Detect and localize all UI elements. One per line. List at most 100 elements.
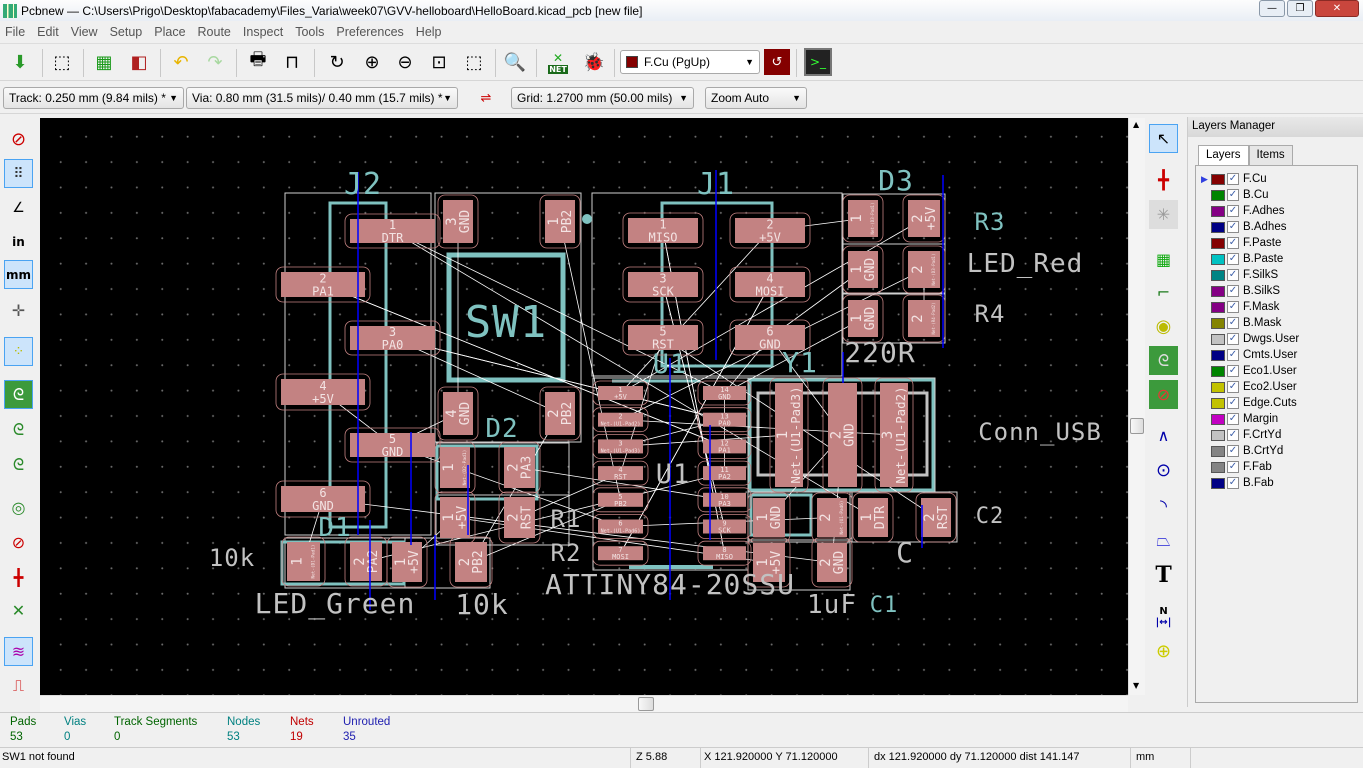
via-sketch-icon[interactable]: ᘓ (12, 419, 25, 439)
layer-visibility-checkbox[interactable]: ✓ (1227, 285, 1239, 297)
layer-row-f-crtyd[interactable]: ✓F.CrtYd (1201, 427, 1281, 443)
grid-toggle-icon[interactable]: ⠿ (4, 159, 33, 188)
menu-preferences[interactable]: Preferences (336, 25, 404, 39)
pad[interactable]: 2+5V (729, 212, 811, 249)
layer-color-swatch[interactable] (1211, 445, 1225, 457)
auto-track-width-icon[interactable]: ⇌ (480, 90, 492, 106)
load-board-icon[interactable]: ⬇ (12, 51, 28, 73)
keepout-zone-icon[interactable]: ⊘ (1149, 380, 1178, 409)
add-dimension-icon[interactable]: N|↔| (1155, 605, 1172, 628)
zone-outline-icon[interactable]: ⊘ (11, 533, 26, 552)
menu-tools[interactable]: Tools (295, 25, 325, 39)
menu-file[interactable]: File (5, 25, 26, 39)
vertical-scroll-thumb[interactable] (1130, 418, 1144, 434)
layer-color-swatch[interactable] (1211, 397, 1225, 409)
polar-coords-icon[interactable]: ∠ (12, 199, 25, 216)
add-circle-icon[interactable]: ⊙ (1155, 460, 1172, 481)
ratsnest-icon[interactable]: ⁘ (4, 337, 33, 366)
select-arrow-icon[interactable]: ↖ (1149, 124, 1178, 153)
layer-row-b-crtyd[interactable]: ✓B.CrtYd (1201, 443, 1283, 459)
pad[interactable]: 1+5V (592, 380, 649, 406)
length-tuning-icon[interactable]: ⎍ (12, 675, 25, 695)
pad[interactable]: 4+5V (275, 373, 371, 411)
menu-view[interactable]: View (70, 25, 98, 39)
undo-icon[interactable]: ↶ (173, 51, 189, 73)
layer-row-b-silks[interactable]: ✓B.SilkS (1201, 283, 1280, 299)
layer-visibility-checkbox[interactable]: ✓ (1227, 477, 1239, 489)
route-track-icon[interactable]: ⌐ (1156, 283, 1171, 302)
layer-color-swatch[interactable] (1211, 333, 1225, 345)
layer-row-b-fab[interactable]: ✓B.Fab (1201, 475, 1274, 491)
layer-visibility-checkbox[interactable]: ✓ (1227, 333, 1239, 345)
layer-visibility-checkbox[interactable]: ✓ (1227, 189, 1239, 201)
via-size-dropdown[interactable]: Via: 0.80 mm (31.5 mils)/ 0.40 mm (15.7 … (186, 87, 458, 109)
maximize-button[interactable]: ❐ (1287, 0, 1313, 17)
layer-visibility-checkbox[interactable]: ✓ (1227, 461, 1239, 473)
layer-row-f-paste[interactable]: ✓F.Paste (1201, 235, 1281, 251)
menu-setup[interactable]: Setup (109, 25, 143, 39)
track-width-dropdown[interactable]: Track: 0.250 mm (9.84 mils) *▼ (3, 87, 184, 109)
layer-row-b-cu[interactable]: ✓B.Cu (1201, 187, 1269, 203)
layer-color-swatch[interactable] (1211, 173, 1225, 185)
menu-edit[interactable]: Edit (37, 25, 59, 39)
layer-row-f-cu[interactable]: ▶✓F.Cu (1201, 171, 1267, 187)
menu-place[interactable]: Place (154, 25, 186, 39)
layer-visibility-checkbox[interactable]: ✓ (1227, 413, 1239, 425)
redraw-icon[interactable]: ↻ (329, 51, 345, 73)
pad[interactable]: 1+5V (386, 536, 428, 588)
add-line-icon[interactable]: ∧ (1157, 426, 1170, 445)
layer-visibility-checkbox[interactable]: ✓ (1227, 173, 1239, 185)
drc-ladybug-icon[interactable]: 🐞 (582, 51, 606, 73)
layer-row-f-adhes[interactable]: ✓F.Adhes (1201, 203, 1285, 219)
add-footprint-icon[interactable]: ▦ (1155, 250, 1172, 269)
layer-row-eco1-user[interactable]: ✓Eco1.User (1201, 363, 1297, 379)
layer-color-swatch[interactable] (1211, 461, 1225, 473)
track-sketch-icon[interactable]: ᘓ (12, 454, 25, 474)
layer-color-swatch[interactable] (1211, 349, 1225, 361)
add-via-icon[interactable]: ◉ (1155, 316, 1172, 337)
layer-row-f-silks[interactable]: ✓F.SilkS (1201, 267, 1278, 283)
units-inch-icon[interactable]: in (4, 227, 33, 256)
layer-color-swatch[interactable] (1211, 381, 1225, 393)
close-button[interactable]: ✕ (1315, 0, 1359, 17)
layer-pair-icon[interactable]: ↺ (764, 49, 790, 75)
menu-inspect[interactable]: Inspect (242, 25, 284, 39)
layer-row-b-adhes[interactable]: ✓B.Adhes (1201, 219, 1286, 235)
layer-color-swatch[interactable] (1211, 301, 1225, 313)
layer-row-margin[interactable]: ✓Margin (1201, 411, 1278, 427)
layer-color-swatch[interactable] (1211, 221, 1225, 233)
layer-color-swatch[interactable] (1211, 413, 1225, 425)
menu-route[interactable]: Route (197, 25, 231, 39)
layer-row-dwgs-user[interactable]: ✓Dwgs.User (1201, 331, 1299, 347)
horizontal-scroll-thumb[interactable] (638, 697, 654, 711)
